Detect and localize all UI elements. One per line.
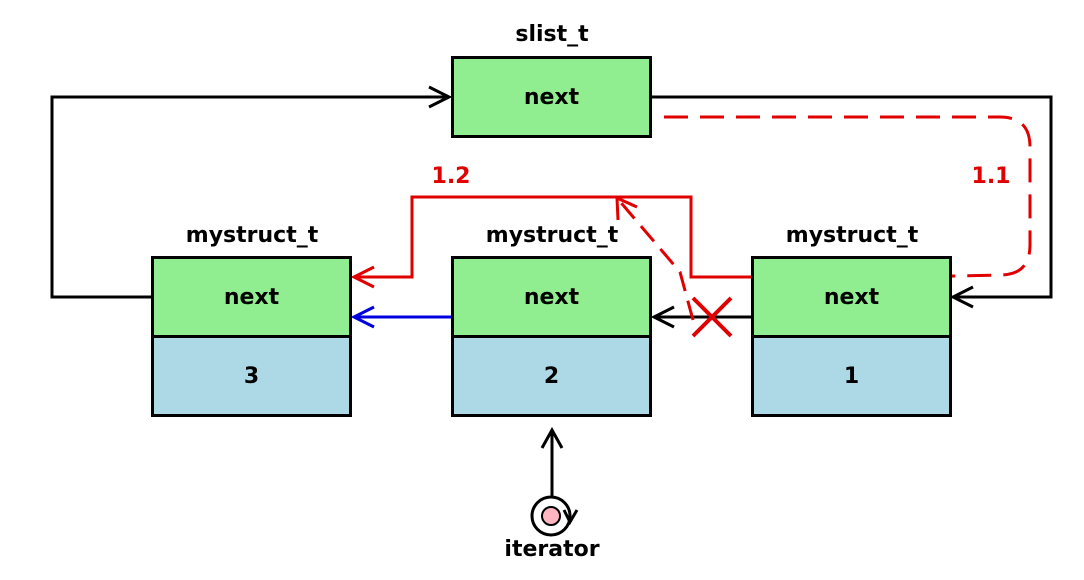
node2-title: mystruct_t bbox=[485, 223, 619, 248]
arrowhead-node1 bbox=[949, 285, 974, 309]
dashed-link-step-1-2 bbox=[615, 197, 695, 321]
link-slist-to-node1 bbox=[652, 95, 1053, 299]
arrowhead-slist bbox=[428, 85, 453, 109]
link-node3-to-slist bbox=[50, 95, 449, 299]
arrowhead-node3-blue bbox=[350, 305, 375, 329]
slist-title: slist_t bbox=[515, 22, 589, 47]
node3-title: mystruct_t bbox=[185, 223, 319, 248]
slist-next-field: next bbox=[451, 56, 652, 138]
node1-value-field: 1 bbox=[751, 335, 952, 417]
link-node1-to-node3-new bbox=[354, 195, 751, 279]
arrowhead-node2 bbox=[650, 305, 675, 329]
node2-next-field: next bbox=[451, 256, 652, 338]
arrowhead-dashed-step-1-2 bbox=[615, 195, 638, 221]
step-1-2-label: 1.2 bbox=[431, 164, 471, 189]
node3-value-field: 3 bbox=[151, 335, 352, 417]
node3-next-field: next bbox=[151, 256, 352, 338]
node2-value-field: 2 bbox=[451, 335, 652, 417]
node1-title: mystruct_t bbox=[785, 223, 919, 248]
arrowhead-node3-red bbox=[350, 265, 375, 289]
node1-next-field: next bbox=[751, 256, 952, 338]
cut-link-cross-icon bbox=[691, 296, 733, 338]
arrowhead-iterator bbox=[540, 426, 564, 449]
iterator-label: iterator bbox=[504, 537, 600, 562]
step-1-1-label: 1.1 bbox=[971, 164, 1011, 189]
iterator-icon bbox=[530, 495, 579, 537]
dashed-link-step-1-1 bbox=[592, 115, 1032, 279]
